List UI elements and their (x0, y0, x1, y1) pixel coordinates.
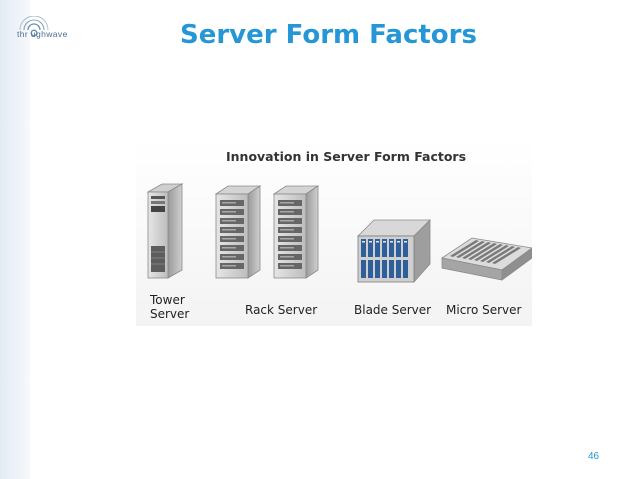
logo-text: thr ughwave (17, 29, 68, 39)
rack-server-label: Rack Server (245, 303, 318, 317)
micro-server-label: Micro Server (446, 303, 522, 317)
page-number: 46 (588, 451, 600, 462)
server-form-factors-illustration (136, 140, 532, 326)
blade-server-graphic (357, 219, 431, 284)
figure-title: Innovation in Server Form Factors (226, 149, 467, 164)
micro-server-graphic (440, 237, 532, 281)
slide-title: Server Form Factors (180, 20, 477, 50)
tower-server-label: Tower Server (150, 293, 190, 321)
slide-sidebar-band (0, 0, 30, 479)
blade-server-label: Blade Server (354, 303, 432, 317)
throughwave-logo (19, 16, 49, 37)
tower-server-graphic (146, 183, 184, 279)
rack-server-graphic (214, 185, 320, 279)
